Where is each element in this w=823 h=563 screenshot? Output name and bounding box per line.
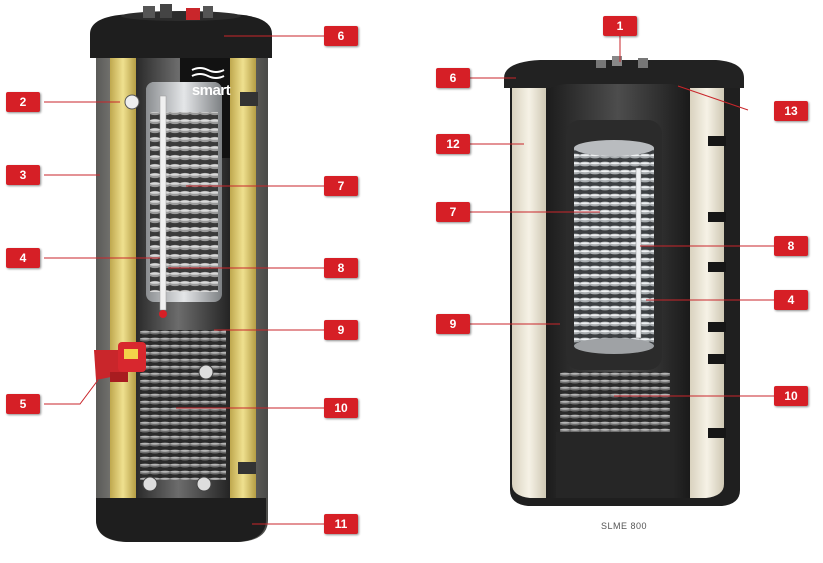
callout-badge: 2 — [6, 92, 40, 112]
callout-badge: 5 — [6, 394, 40, 414]
callout-badge: 4 — [774, 290, 808, 310]
brand-logo-text: smart — [191, 82, 231, 99]
callout-badge: 7 — [436, 202, 470, 222]
callout-badge: 10 — [774, 386, 808, 406]
callout-badge: 1 — [603, 16, 637, 36]
model-caption: SLME 800 — [600, 521, 648, 531]
right-tank — [504, 56, 744, 506]
callout-badge: 8 — [324, 258, 358, 278]
callout-badge: 8 — [774, 236, 808, 256]
callout-badge: 10 — [324, 398, 358, 418]
callout-badge: 6 — [436, 68, 470, 88]
callout-badge: 3 — [6, 165, 40, 185]
left-leader-lines — [44, 35, 324, 525]
right-leader-lines — [470, 28, 774, 397]
callout-badge: 7 — [324, 176, 358, 196]
left-tank — [90, 4, 272, 542]
callout-badge: 6 — [324, 26, 358, 46]
callout-badge: 9 — [436, 314, 470, 334]
callout-badge: 9 — [324, 320, 358, 340]
callout-badge: 13 — [774, 101, 808, 121]
callout-badge: 12 — [436, 134, 470, 154]
callout-badge: 11 — [324, 514, 358, 534]
callout-badge: 4 — [6, 248, 40, 268]
